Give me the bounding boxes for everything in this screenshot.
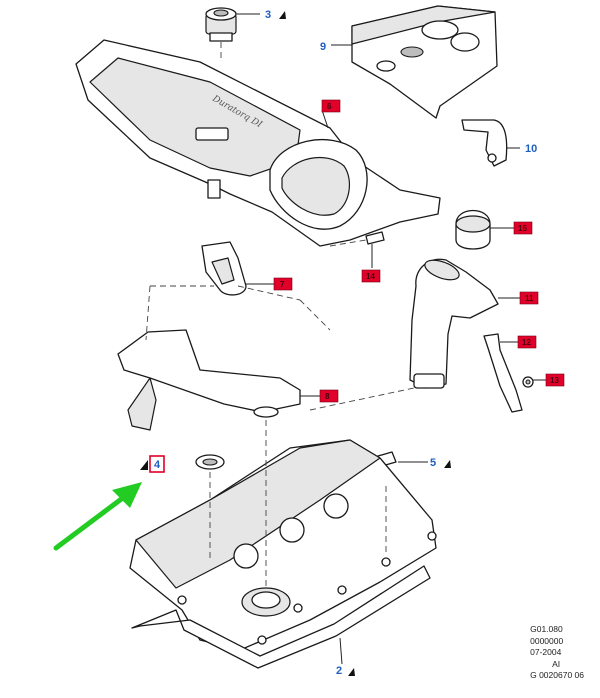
tag-13 [545, 373, 565, 387]
breather-duct [117, 329, 301, 431]
triangle-marker-icon [140, 460, 148, 470]
ref-line-1: G01.080 [530, 624, 563, 634]
air-intake-pipe [409, 258, 499, 389]
triangle-marker-icon [348, 668, 355, 676]
callout-9: 9 [320, 41, 326, 53]
tag-6-label: 6 [327, 102, 332, 111]
tag-8-label: 8 [325, 392, 330, 401]
drawing-reference-block: G01.080 0000000 07-2004 AI G 0020670 06 [530, 624, 584, 682]
tag-11 [519, 291, 539, 305]
tag-7 [273, 277, 293, 291]
bolt-14 [365, 231, 385, 268]
callout-2: 2 [336, 665, 342, 677]
valve-cover-gasket [131, 565, 431, 669]
assembly-guide-lines [145, 42, 415, 590]
tag-8 [319, 389, 339, 403]
callout-4: 4 [154, 459, 161, 471]
triangle-marker-icon [279, 11, 286, 19]
engine-top-cover [351, 5, 498, 119]
callout-10: 10 [525, 143, 537, 155]
ref-line-5: G 0020670 06 [530, 670, 584, 680]
intake-cover: Duratorq DI [75, 39, 441, 247]
ref-line-4: AI [552, 658, 561, 669]
callout-4-box [149, 455, 165, 473]
seal-ring [195, 454, 225, 470]
tag-12 [517, 335, 537, 349]
support-bracket [483, 333, 523, 413]
oil-filler-cap [205, 7, 237, 42]
highlight-arrow-icon [53, 482, 142, 551]
small-bracket [461, 119, 508, 167]
tag-7-label: 7 [280, 280, 285, 289]
nut-13 [522, 376, 534, 388]
rubber-cap [455, 210, 491, 250]
callout-3: 3 [265, 9, 271, 21]
tag-6 [321, 99, 341, 113]
valve-cover [129, 439, 437, 651]
tag-12-label: 12 [522, 338, 531, 347]
triangle-marker-icon [444, 460, 451, 468]
tag-14-label: 14 [366, 272, 375, 281]
tag-13-label: 13 [550, 376, 559, 385]
callout-5: 5 [430, 457, 436, 469]
tag-11-label: 11 [525, 294, 534, 303]
ref-line-2: 0000000 [530, 635, 564, 646]
tag-15-label: 15 [518, 224, 527, 233]
tag-14 [361, 269, 381, 283]
retaining-clip [201, 241, 247, 296]
tag-15 [513, 221, 533, 235]
ref-line-3: 07-2004 [530, 647, 562, 657]
